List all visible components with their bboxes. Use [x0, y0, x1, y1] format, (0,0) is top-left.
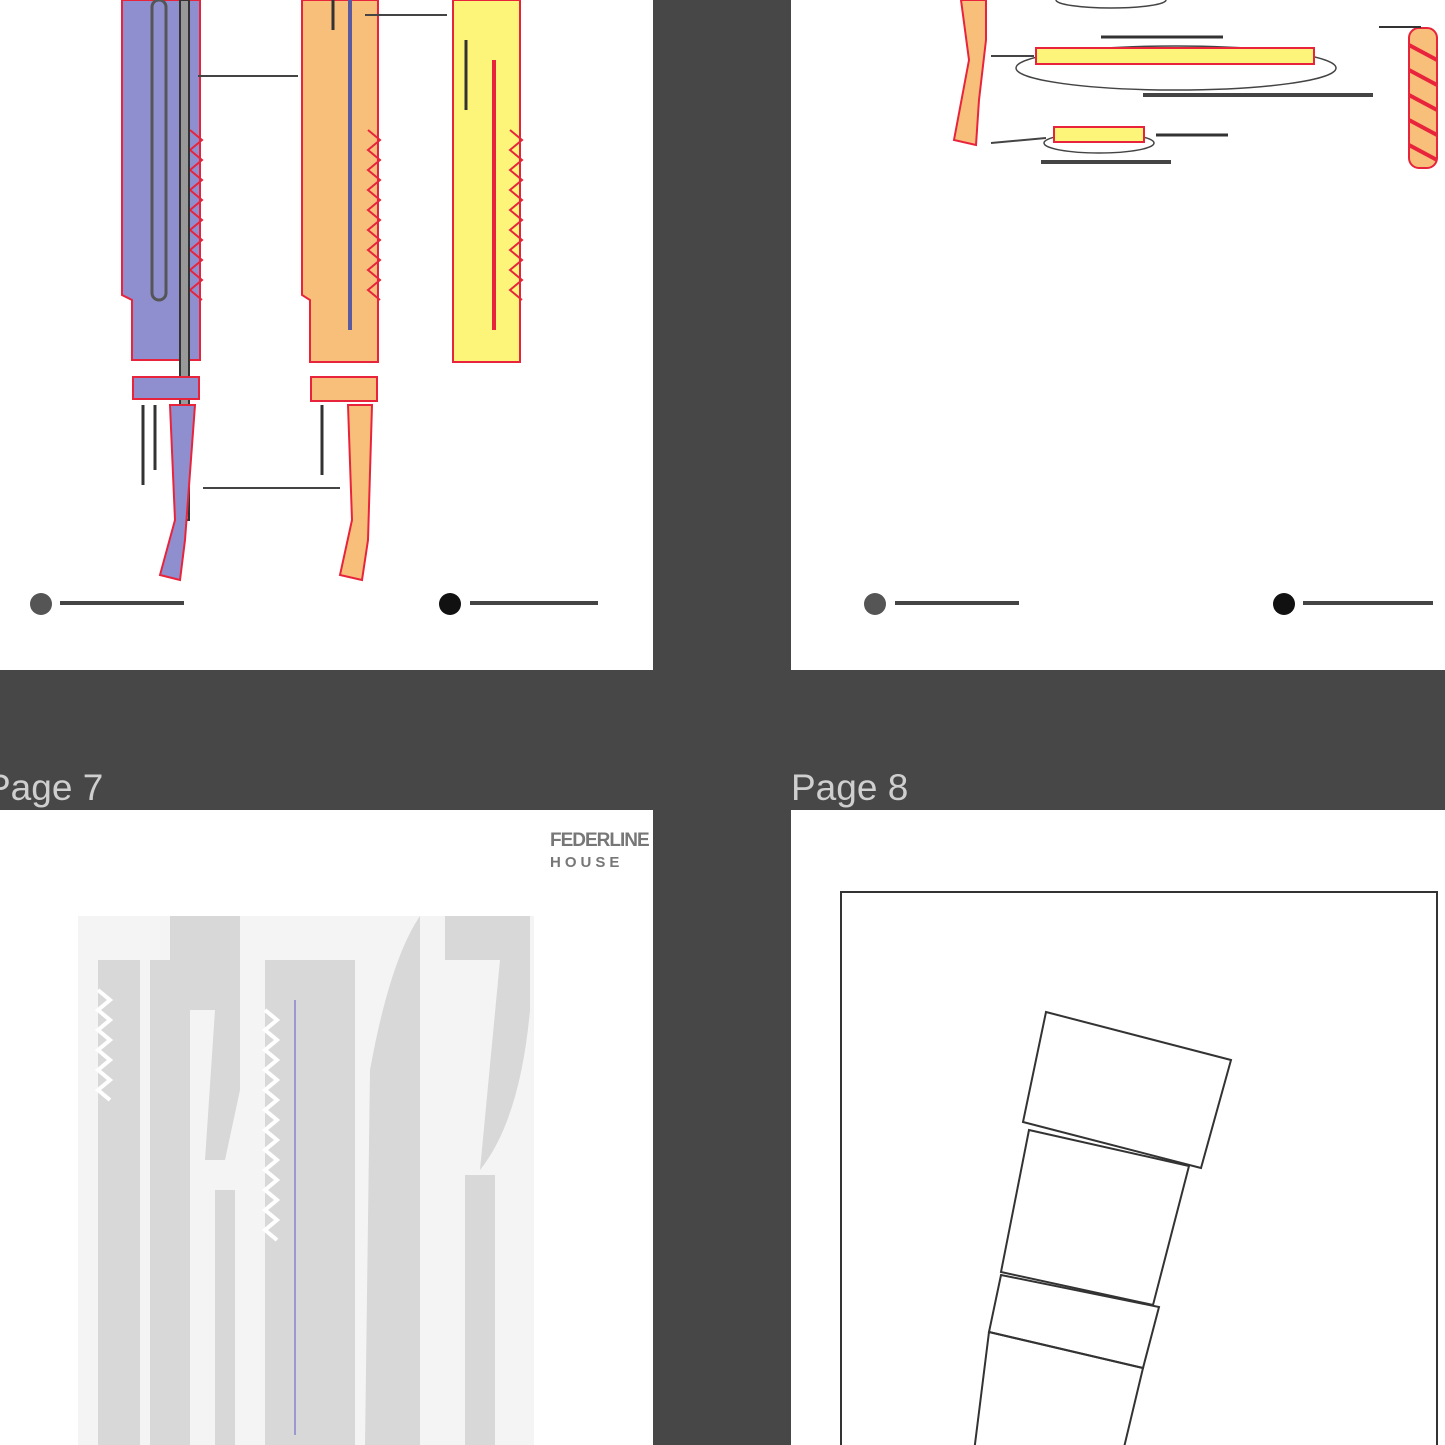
- pdf-page-top-right: [791, 0, 1445, 670]
- page-label-8: Page 8: [791, 767, 909, 808]
- orange-part: [301, 0, 379, 363]
- cut-template-sheet: [78, 916, 534, 1445]
- federline-house-logo: FEDERLINE HOUSE: [528, 830, 650, 874]
- tube-outline: [973, 1010, 1233, 1445]
- pdf-page-8: [791, 810, 1445, 1445]
- assembly-diagram: [30, 0, 598, 615]
- info-icon: [439, 593, 461, 615]
- logo-line-2: HOUSE: [550, 854, 624, 871]
- assembly-diagram-details: [864, 0, 1438, 615]
- pdf-page-7: FEDERLINE HOUSE: [0, 810, 653, 1445]
- yellow-part: [452, 0, 521, 363]
- page-label-7: Page 7: [0, 767, 104, 808]
- scissors-icon: [864, 593, 886, 615]
- info-icon: [1273, 593, 1295, 615]
- logo-line-1: FEDERLINE: [550, 830, 650, 851]
- spiral-part: [1408, 27, 1438, 169]
- purple-teeth: [188, 129, 204, 301]
- cut-template-outline: [840, 891, 1438, 1445]
- scissors-icon: [30, 593, 52, 615]
- pdf-page-top-left: [0, 0, 653, 670]
